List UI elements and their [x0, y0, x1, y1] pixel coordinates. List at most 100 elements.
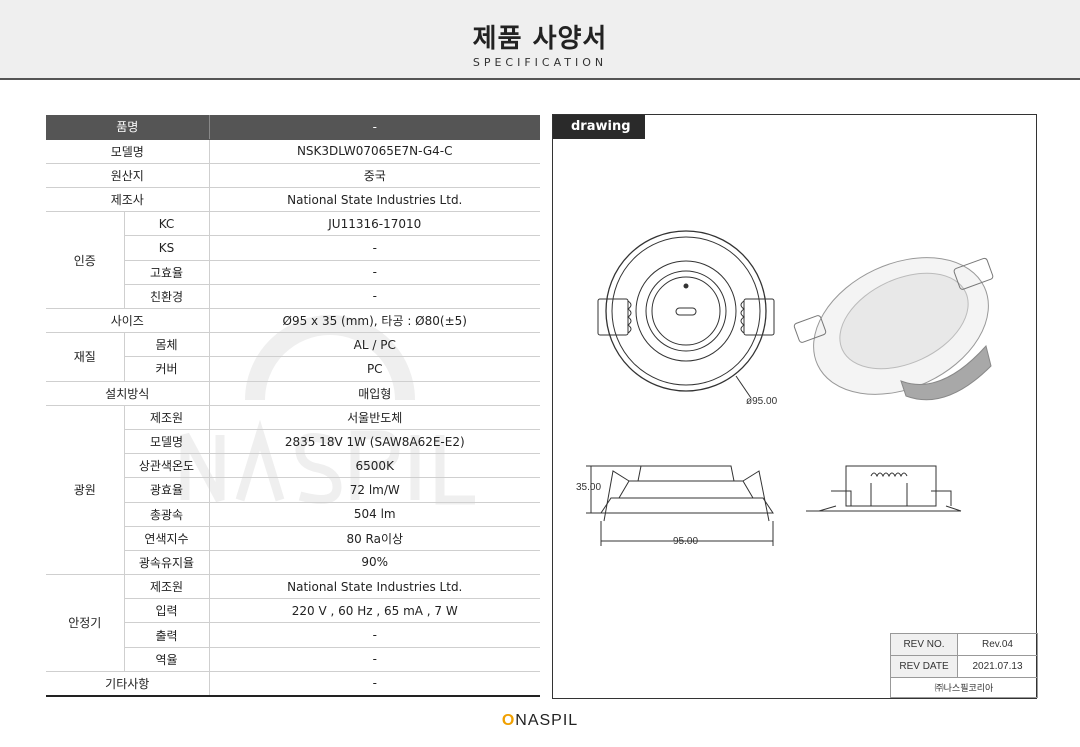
sub-value: 72 lm/W: [209, 477, 540, 503]
drawing-panel: drawing ø95.00: [552, 114, 1037, 699]
sub-value: 90%: [209, 550, 540, 576]
table-row: 모델명 NSK3DLW07065E7N-G4-C: [46, 139, 540, 164]
perspective-view-drawing: [793, 257, 994, 401]
table-row: 안정기 제조원 National State Industries Ltd.: [46, 574, 540, 672]
sub-value: -: [209, 260, 540, 285]
logo-mark-icon: O: [501, 712, 516, 729]
category-material: 재질: [46, 332, 125, 382]
sub-label: 친환경: [124, 284, 210, 310]
sub-label: KS: [124, 235, 210, 261]
category-light: 광원: [46, 405, 125, 576]
sub-value: -: [209, 235, 540, 261]
table-row: 광원 제조원 서울반도체: [46, 405, 540, 576]
sub-value: 2835 18V 1W (SAW8A62E-E2): [209, 429, 540, 455]
rev-no-value: Rev.04: [957, 633, 1038, 656]
sub-value: 80 Ra이상: [209, 526, 540, 551]
table-row: 출력 -: [46, 622, 540, 648]
sub-label: 상관색온도: [124, 453, 210, 479]
row-value-size: Ø95 x 35 (mm), 타공 : Ø80(±5): [209, 308, 540, 334]
dim-height-label: 35.00: [576, 482, 601, 493]
sub-label: 입력: [124, 598, 210, 624]
page-subtitle: SPECIFICATION: [472, 56, 608, 69]
sub-value: 504 lm: [209, 502, 540, 527]
revision-table: REV NO. Rev.04 REV DATE 2021.07.13 ㈜나스필코…: [890, 633, 1038, 698]
table-row: 연색지수 80 Ra이상: [46, 526, 540, 551]
row-label-origin: 원산지: [46, 163, 210, 189]
sub-value: National State Industries Ltd.: [209, 574, 540, 600]
dim-diameter-label: ø95.00: [746, 396, 778, 407]
sub-value: PC: [209, 356, 540, 382]
table-row: 원산지 중국: [46, 163, 540, 189]
dim-width-label: 95.00: [673, 536, 698, 547]
table-row: 제조사 National State Industries Ltd.: [46, 187, 540, 213]
sub-value: -: [209, 647, 540, 672]
table-row: 상관색온도 6500K: [46, 453, 540, 479]
sub-label: 제조원: [124, 574, 210, 600]
page-title: 제품 사양서: [472, 24, 608, 54]
table-row: REV NO. Rev.04: [890, 633, 1038, 656]
sub-value: -: [209, 622, 540, 648]
table-row: 역율 -: [46, 647, 540, 672]
sub-value: 서울반도체: [209, 405, 540, 430]
table-row: 커버 PC: [46, 356, 540, 382]
spec-table: 품명 - 모델명 NSK3DLW07065E7N-G4-C 원산지 중국 제조사…: [46, 115, 540, 697]
rev-no-label: REV NO.: [890, 633, 958, 656]
row-value-install: 매입형: [209, 381, 540, 406]
sub-label: 연색지수: [124, 526, 210, 551]
row-value-origin: 중국: [209, 163, 540, 189]
footer-logo: ONASPIL: [0, 712, 1080, 730]
sub-value: 6500K: [209, 453, 540, 479]
table-row: 광효율 72 lm/W: [46, 477, 540, 503]
drawing-tag: drawing: [553, 115, 645, 139]
table-row: 모델명 2835 18V 1W (SAW8A62E-E2): [46, 429, 540, 455]
table-row: 사이즈 Ø95 x 35 (mm), 타공 : Ø80(±5): [46, 308, 540, 334]
sub-label: 커버: [124, 356, 210, 382]
table-row: KS -: [46, 235, 540, 261]
side-view-section-drawing: [806, 465, 962, 512]
header-cell-product-name: 품명: [46, 115, 210, 140]
category-cert: 인증: [46, 211, 125, 309]
table-row: ㈜나스필코리아: [890, 677, 1038, 698]
sub-label: 광효율: [124, 477, 210, 503]
page-header: 제품 사양서 SPECIFICATION: [0, 0, 1080, 80]
rev-date-label: REV DATE: [890, 655, 958, 678]
row-label-size: 사이즈: [46, 308, 210, 334]
company-name: ㈜나스필코리아: [890, 677, 1038, 698]
table-row: 입력 220 V , 60 Hz , 65 mA , 7 W: [46, 598, 540, 624]
sub-value: 220 V , 60 Hz , 65 mA , 7 W: [209, 598, 540, 624]
table-row: 고효율 -: [46, 260, 540, 285]
sub-label: 총광속: [124, 502, 210, 527]
row-value-model: NSK3DLW07065E7N-G4-C: [209, 139, 540, 164]
row-label-etc: 기타사항: [46, 671, 210, 697]
table-row: 친환경 -: [46, 284, 540, 310]
table-row: 기타사항 -: [46, 671, 540, 697]
table-row: 광속유지율 90%: [46, 550, 540, 576]
row-label-maker: 제조사: [46, 187, 210, 213]
table-row: 설치방식 매입형: [46, 381, 540, 406]
row-label-model: 모델명: [46, 139, 210, 164]
header-cell-product-value: -: [209, 115, 540, 140]
row-value-maker: National State Industries Ltd.: [209, 187, 540, 213]
sub-label: 몸체: [124, 332, 210, 358]
row-label-install: 설치방식: [46, 381, 210, 406]
table-row: 총광속 504 lm: [46, 502, 540, 527]
sub-label: 역율: [124, 647, 210, 672]
sub-label: 출력: [124, 622, 210, 648]
logo-text: NASPIL: [515, 712, 579, 729]
sub-label: 제조원: [124, 405, 210, 430]
side-view-drawing: [586, 465, 774, 546]
sub-label: KC: [124, 211, 210, 237]
sub-value: AL / PC: [209, 332, 540, 358]
rev-date-value: 2021.07.13: [957, 655, 1038, 678]
table-row: 인증 KC JU11316-17010: [46, 211, 540, 309]
table-header-row: 품명 -: [46, 115, 540, 140]
row-value-etc: -: [209, 671, 540, 697]
table-row: REV DATE 2021.07.13: [890, 655, 1038, 678]
sub-label: 고효율: [124, 260, 210, 285]
sub-value: JU11316-17010: [209, 211, 540, 237]
category-ballast: 안정기: [46, 574, 125, 672]
sub-value: -: [209, 284, 540, 310]
technical-drawing: ø95.00 35.00 95.00: [576, 230, 994, 547]
sub-label: 모델명: [124, 429, 210, 455]
top-view-drawing: [597, 230, 775, 399]
